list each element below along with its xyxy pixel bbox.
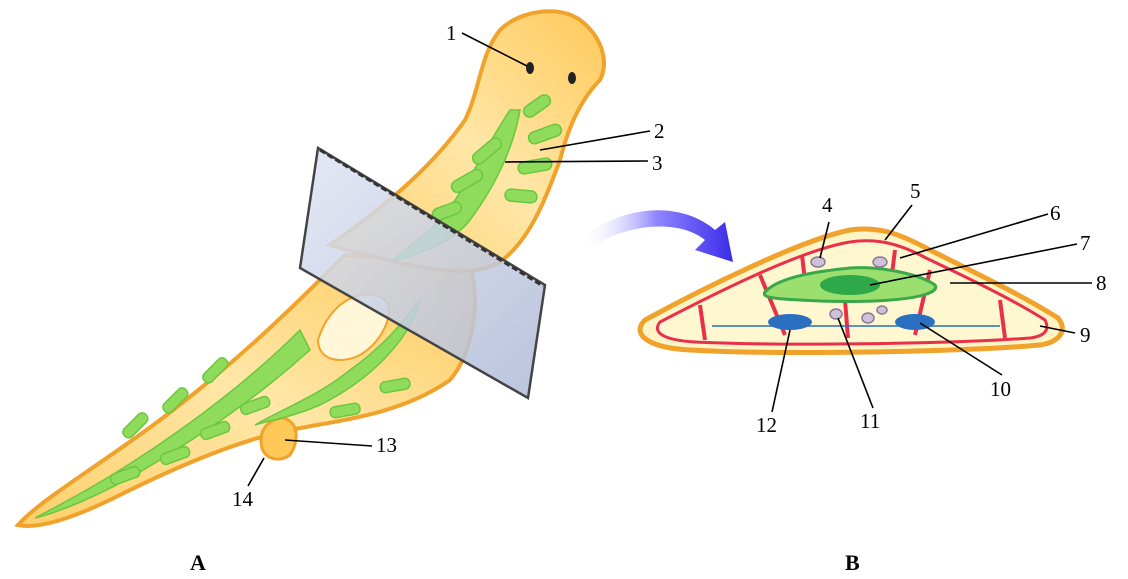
label-9: 9 <box>1080 323 1091 347</box>
nerve-cord-left <box>768 314 812 330</box>
pharynx <box>261 418 296 459</box>
label-7: 7 <box>1080 231 1091 255</box>
label-13: 13 <box>376 433 397 457</box>
panel-label-a: A <box>190 550 206 575</box>
label-4: 4 <box>822 193 833 217</box>
eyespot-left <box>526 62 534 74</box>
label-8: 8 <box>1096 271 1107 295</box>
label-14: 14 <box>232 487 254 511</box>
label-12: 12 <box>756 413 777 437</box>
label-10: 10 <box>990 377 1011 401</box>
transition-arrow <box>580 210 733 262</box>
label-11: 11 <box>860 409 880 433</box>
label-6: 6 <box>1050 201 1061 225</box>
label-5: 5 <box>910 179 921 203</box>
nerve-cord-right <box>895 314 935 330</box>
label-1: 1 <box>446 21 457 45</box>
eyespot-right <box>568 72 576 84</box>
label-3: 3 <box>652 151 663 175</box>
panel-label-b: B <box>845 550 860 575</box>
label-2: 2 <box>654 119 665 143</box>
